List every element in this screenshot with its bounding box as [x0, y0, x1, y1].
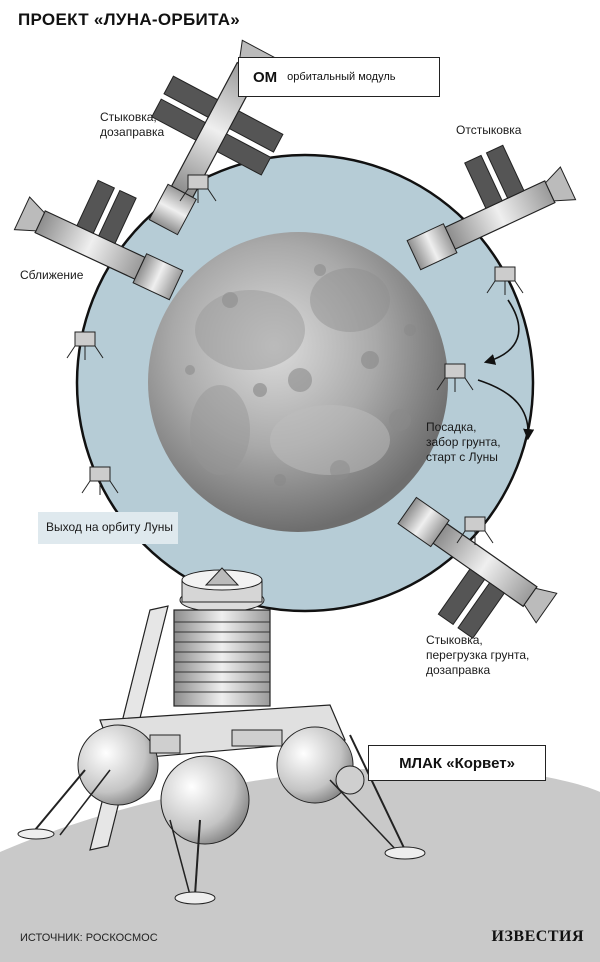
label-line: Стыковка,	[100, 110, 157, 124]
orbital-module-lower-right	[397, 496, 558, 639]
label-line: Сближение	[20, 268, 84, 282]
label-line: Отстыковка	[456, 123, 522, 137]
label-line: перегрузка грунта,	[426, 648, 530, 662]
label-line: забор грунта,	[426, 435, 501, 449]
mlak-callout: МЛАК «Корвет»	[368, 745, 546, 781]
lunar-surface	[0, 766, 600, 962]
om-callout: ОМ орбитальный модуль	[238, 57, 440, 97]
lander-approach	[66, 331, 104, 360]
orbital-module-left	[13, 179, 184, 301]
brand-logo: ИЗВЕСТИЯ	[491, 928, 584, 945]
orbital-module-right	[406, 144, 577, 271]
label-docking-refuel: Стыковка, дозаправка	[100, 110, 164, 140]
mlak-label: МЛАК «Корвет»	[399, 754, 515, 772]
lander-small-top	[179, 174, 217, 203]
arrow-descent	[483, 299, 520, 365]
orbital-module-top	[148, 39, 284, 236]
label-line: Стыковка,	[426, 633, 483, 647]
label-approach: Сближение	[20, 268, 83, 283]
om-label: орбитальный модуль	[287, 71, 396, 83]
source-credit: ИСТОЧНИК: РОСКОСМОС	[20, 932, 158, 944]
label-docking-transfer: Стыковка, перегрузка грунта, дозаправка	[426, 633, 529, 678]
label-line: старт с Луны	[426, 450, 498, 464]
label-undocking: Отстыковка	[456, 123, 521, 138]
lander-lower-right	[456, 516, 494, 545]
page-title: ПРОЕКТ «ЛУНА-ОРБИТА»	[18, 10, 241, 29]
label-line: дозаправка	[426, 663, 491, 677]
lunar-orbit-label-bg	[38, 512, 178, 544]
label-lunar-orbit: Выход на орбиту Луны	[46, 520, 173, 535]
arrow-ascent	[477, 379, 535, 441]
moon	[148, 232, 448, 532]
label-line: Выход на орбиту Луны	[46, 520, 174, 534]
label-landing: Посадка, забор грунта, старт с Луны	[426, 420, 501, 465]
lander-undocking	[486, 266, 524, 295]
om-code: ОМ	[253, 68, 278, 86]
lander-on-moon	[436, 363, 474, 392]
mlak-lander	[17, 567, 426, 905]
lander-lunar-orbit	[81, 466, 119, 495]
label-line: дозаправка	[100, 125, 165, 139]
label-line: Посадка,	[426, 420, 477, 434]
